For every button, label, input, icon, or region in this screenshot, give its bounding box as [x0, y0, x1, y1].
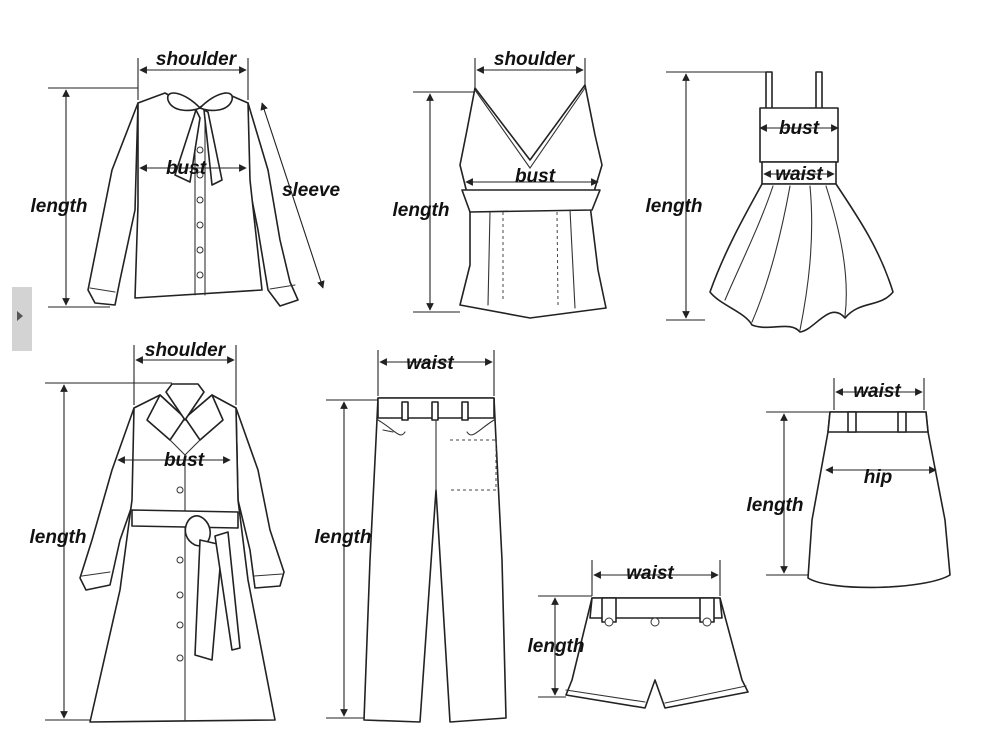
coat-figure — [79, 383, 285, 723]
vest-figure — [459, 84, 607, 319]
shorts-figure — [565, 597, 749, 709]
pants-figure — [363, 397, 507, 723]
dress-figure — [709, 71, 894, 333]
side-panel-toggle[interactable] — [12, 287, 32, 351]
shorts-waist-label: waist — [626, 563, 674, 584]
pants-waist-label: waist — [406, 353, 454, 374]
vest-shoulder-label: shoulder — [494, 49, 576, 70]
vest-length-dimension — [413, 91, 475, 313]
vest-bust-label: bust — [515, 166, 556, 187]
skirt-length-label: length — [747, 495, 804, 516]
coat-bust-label: bust — [164, 450, 205, 471]
dress-bust-label: bust — [779, 118, 820, 139]
shorts-length-label: length — [528, 636, 585, 657]
skirt-waist-label: waist — [853, 381, 901, 402]
coat-length-dimension — [45, 382, 172, 721]
dress-length-label: length — [646, 196, 703, 217]
shorts-waist-dimension — [591, 560, 721, 596]
skirt-waist-dimension — [833, 378, 925, 410]
blouse-length-dimension — [48, 87, 138, 308]
vest-shoulder-dimension — [474, 58, 586, 90]
shorts-length-dimension — [538, 595, 592, 698]
blouse-shoulder-label: shoulder — [156, 49, 238, 70]
vest-length-label: length — [393, 200, 450, 221]
blouse-sleeve-dimension — [260, 102, 325, 289]
blouse-length-label: length — [31, 196, 88, 217]
blouse-sleeve-label: sleeve — [282, 180, 341, 201]
coat-length-label: length — [30, 527, 87, 548]
coat-shoulder-dimension — [133, 345, 237, 405]
skirt-figure — [807, 411, 951, 589]
pants-waist-dimension — [377, 350, 495, 396]
skirt-hip-label: hip — [864, 467, 893, 488]
pants-length-label: length — [315, 527, 372, 548]
blouse-figure — [87, 92, 299, 307]
chevron-right-icon — [17, 311, 23, 321]
dress-waist-label: waist — [775, 164, 823, 185]
blouse-shoulder-dimension — [137, 58, 249, 100]
pants-length-dimension — [326, 399, 378, 719]
coat-shoulder-label: shoulder — [145, 340, 227, 361]
skirt-length-dimension — [766, 411, 830, 576]
blouse-bust-label: bust — [166, 158, 207, 179]
dress-length-dimension — [666, 71, 766, 321]
